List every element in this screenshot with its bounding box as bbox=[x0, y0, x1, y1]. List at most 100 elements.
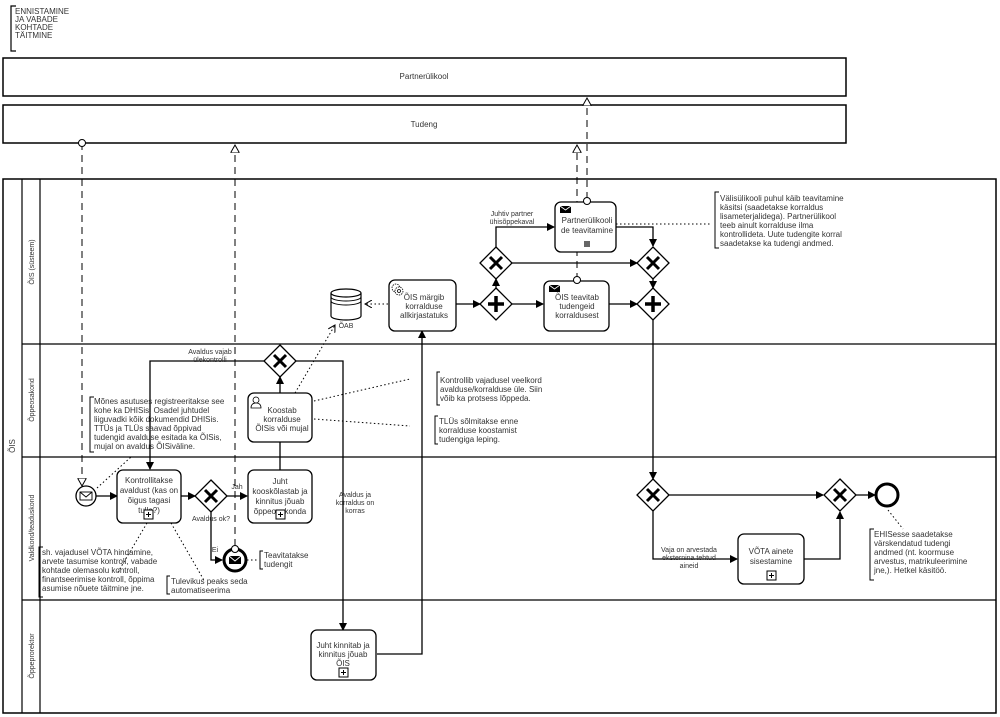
svg-text:VÕTA ainete: VÕTA ainete bbox=[749, 547, 794, 556]
svg-text:allkirjastatuks: allkirjastatuks bbox=[400, 311, 448, 320]
envelope-filled-icon bbox=[229, 556, 241, 564]
group-line: TÄITMINE bbox=[15, 31, 52, 40]
svg-text:kohe ka DHISis. Osadel juhtude: kohe ka DHISis. Osadel juhtudel bbox=[94, 406, 209, 415]
annotation-dhis: Mõnes asutuses registreeritakse see kohe… bbox=[89, 396, 225, 453]
task-check-application[interactable]: Kontrollitakse avaldust (kas on õigus ta… bbox=[116, 469, 182, 524]
start-event-message[interactable] bbox=[75, 485, 97, 507]
svg-text:arvete tasumise kontroll, vaba: arvete tasumise kontroll, vabade bbox=[42, 557, 158, 566]
svg-text:mujal on avaldus ÕISiväline.: mujal on avaldus ÕISiväline. bbox=[94, 442, 195, 451]
svg-text:korralduse: korralduse bbox=[405, 302, 443, 311]
flow-label-vota-needed: aineid bbox=[680, 563, 699, 570]
lane-system: ÕIS (süsteem) bbox=[22, 179, 996, 713]
envelope-filled-icon bbox=[560, 206, 571, 213]
svg-text:Välisülikooli puhul käib teavi: Välisülikooli puhul käib teavitamine bbox=[720, 194, 844, 203]
svg-text:kontrollideta. Uute tudengite: kontrollideta. Uute tudengite korral bbox=[720, 230, 842, 239]
pool-partner[interactable]: Partnerülikool bbox=[2, 57, 847, 97]
group-annotation: ENNISTAMINE JA VABADE KOHTADE TÄITMINE bbox=[10, 5, 69, 52]
gateway-merge-final[interactable] bbox=[823, 478, 857, 512]
svg-text:jne,). Hetkel käsitöö.: jne,). Hetkel käsitöö. bbox=[873, 566, 946, 575]
subprocess-marker-icon bbox=[766, 570, 777, 581]
end-event[interactable] bbox=[874, 482, 900, 508]
svg-text:Mõnes asutuses registreeritaks: Mõnes asutuses registreeritakse see bbox=[94, 397, 225, 406]
svg-text:ÕIS teavitab: ÕIS teavitab bbox=[555, 293, 600, 302]
annotation-future: Tulevikus peaks seda automatiseerima bbox=[166, 575, 248, 595]
message-flow-source-circle bbox=[78, 139, 86, 147]
lane-vicerector: Õppeprorektor bbox=[27, 633, 36, 679]
datastore-oab[interactable]: ÕAB bbox=[330, 288, 362, 330]
associations bbox=[96, 223, 904, 583]
svg-text:korralduse: korralduse bbox=[263, 415, 301, 424]
svg-text:andmed (nt. koormuse: andmed (nt. koormuse bbox=[874, 548, 955, 557]
svg-text:automatiseerima: automatiseerima bbox=[171, 586, 231, 595]
svg-text:kohtade olemasolu kontroll,: kohtade olemasolu kontroll, bbox=[42, 566, 139, 575]
lane-faculty: Õppeosakond bbox=[22, 378, 996, 458]
svg-text:Tulevikus peaks seda: Tulevikus peaks seda bbox=[171, 577, 248, 586]
svg-text:tudengit: tudengit bbox=[264, 560, 293, 569]
subprocess-marker-icon bbox=[143, 509, 154, 520]
flow-label-ok-question: Avaldus ok? bbox=[192, 516, 230, 523]
svg-text:Kontrollitakse: Kontrollitakse bbox=[125, 476, 174, 485]
envelope-filled-icon bbox=[549, 285, 560, 292]
svg-text:Juht: Juht bbox=[272, 477, 288, 486]
svg-text:EHISesse saadetakse: EHISesse saadetakse bbox=[874, 530, 953, 539]
svg-text:Partnerülikooli: Partnerülikooli bbox=[562, 216, 613, 225]
task-notify-students[interactable]: ÕIS teavitab tudengeid korraldusest bbox=[543, 276, 610, 332]
task-notify-partner[interactable]: Partnerülikooli de teavitamine bbox=[554, 197, 617, 253]
pool-ois-label: ÕIS bbox=[8, 439, 17, 453]
annotation-notify-student: Teavitatakse tudengit bbox=[259, 550, 309, 570]
gateway-parallel-split[interactable] bbox=[479, 287, 513, 321]
annotation-vota-checks: sh. vajadusel VÕTA hindamine, arvete tas… bbox=[38, 546, 158, 598]
svg-text:teeb ainult korralduse ilma: teeb ainult korralduse ilma bbox=[720, 221, 814, 230]
flow-label-all-ok: korras bbox=[345, 508, 365, 515]
svg-text:kinnitus jõuab: kinnitus jõuab bbox=[256, 497, 305, 506]
group-line: JA VABADE bbox=[15, 15, 58, 24]
flow-label-no: Ei bbox=[212, 547, 219, 554]
svg-text:asumise nõuete täitmine jne.: asumise nõuete täitmine jne. bbox=[42, 584, 144, 593]
gateway-vota-needed[interactable] bbox=[636, 478, 670, 512]
flow-label-all-ok: korraldus on bbox=[336, 500, 375, 507]
datastore-label: ÕAB bbox=[339, 321, 354, 330]
flow-label-recheck: Avaldus vajab bbox=[188, 349, 232, 356]
svg-text:de teavitamine: de teavitamine bbox=[561, 226, 614, 235]
gateway-lead-partner[interactable] bbox=[479, 246, 513, 280]
pool-student-label: Tudeng bbox=[411, 120, 438, 129]
flow-label-lead-partner: ühisõppekaval bbox=[490, 219, 535, 226]
end-event-notify-student[interactable] bbox=[222, 545, 248, 573]
flow-label-lead-partner: Juhtiv partner bbox=[491, 211, 534, 218]
multi-instance-marker-icon bbox=[584, 241, 590, 247]
flow-label-yes: Jah bbox=[231, 484, 242, 491]
task-approve[interactable]: Juht kooskõlastab ja kinnitus jõuab õppe… bbox=[247, 469, 313, 524]
lane-system-label: ÕIS (süsteem) bbox=[27, 239, 36, 284]
gateway-application-ok[interactable] bbox=[194, 479, 228, 513]
flow-label-recheck: ülekontrolli bbox=[193, 357, 227, 364]
task-vota-entry[interactable]: VÕTA ainete sisestamine bbox=[737, 533, 805, 585]
gateway-merge-partner[interactable] bbox=[636, 246, 670, 280]
svg-text:sh. vajadusel VÕTA hindamine,: sh. vajadusel VÕTA hindamine, bbox=[42, 548, 153, 557]
svg-text:lisameterjalidega). Partnerüli: lisameterjalidega). Partnerülikool bbox=[720, 212, 836, 221]
gateway-parallel-join[interactable] bbox=[636, 287, 670, 321]
task-mark-signed[interactable]: ÕIS märgib korralduse allkirjastatuks bbox=[388, 279, 457, 332]
svg-text:TTÜs ja TLÜs saavad õppivad: TTÜs ja TLÜs saavad õppivad bbox=[94, 424, 201, 433]
message-flows bbox=[82, 98, 587, 546]
lane-field-label: Valdkond/teaduskond bbox=[29, 494, 36, 561]
sequence-flows bbox=[96, 223, 876, 655]
svg-text:kooskõlastab ja: kooskõlastab ja bbox=[252, 487, 308, 496]
pool-partner-label: Partnerülikool bbox=[400, 72, 449, 81]
gateway-recheck[interactable] bbox=[263, 344, 297, 378]
svg-text:õigus tagasi: õigus tagasi bbox=[128, 496, 171, 505]
svg-text:Teavitatakse: Teavitatakse bbox=[264, 551, 309, 560]
task-rector-approves[interactable]: Juht kinnitab ja kinnitus jõuab ÕIS bbox=[310, 629, 377, 681]
svg-text:TLÜs sõlmitakse enne: TLÜs sõlmitakse enne bbox=[439, 417, 519, 426]
svg-text:arvestus, matrikuleerimine: arvestus, matrikuleerimine bbox=[874, 557, 968, 566]
svg-text:korraldusest: korraldusest bbox=[555, 311, 599, 320]
svg-text:ÕIS märgib: ÕIS märgib bbox=[404, 293, 445, 302]
task-compose-order[interactable]: Koostab korralduse ÕISis või mujal bbox=[247, 392, 313, 443]
lane-faculty-label: Õppeosakond bbox=[27, 378, 36, 422]
svg-text:sisestamine: sisestamine bbox=[750, 557, 793, 566]
svg-text:Koostab: Koostab bbox=[267, 406, 297, 415]
annotation-tlu-contract: TLÜs sõlmitakse enne korralduse koostami… bbox=[434, 415, 519, 445]
svg-text:tudengiga leping.: tudengiga leping. bbox=[439, 435, 500, 444]
svg-text:finantseerimise kontroll, õppi: finantseerimise kontroll, õppima bbox=[42, 575, 155, 584]
flow-label-vota-needed: Vaja on arvestada bbox=[661, 547, 717, 554]
pool-student[interactable]: Tudeng bbox=[2, 104, 847, 144]
